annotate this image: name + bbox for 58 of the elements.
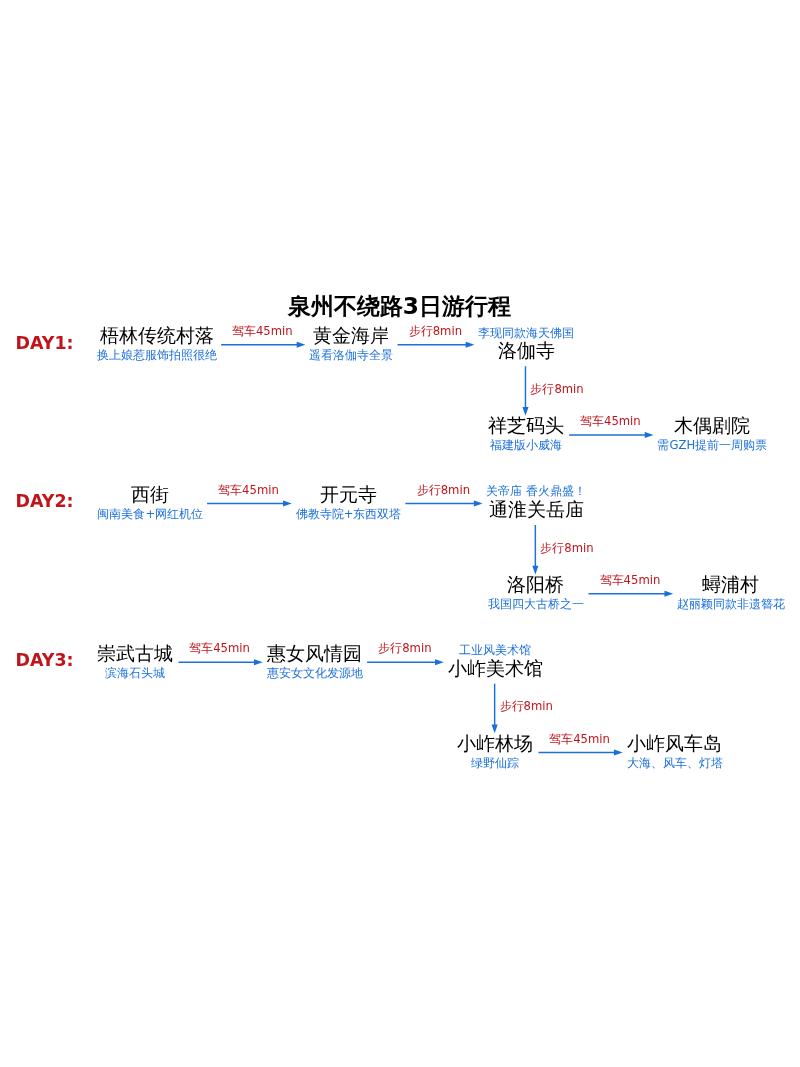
node-text: 小岞风车岛 <box>626 732 722 754</box>
node-text: 开元寺 <box>319 483 377 505</box>
node-text: 惠女风情园 <box>266 642 362 664</box>
node-text: 蟳浦村 <box>702 574 760 596</box>
arrow <box>396 341 475 348</box>
node-label: 需GZH提前一周购票 <box>657 438 768 453</box>
node-label: 滨海石头城 <box>105 665 166 680</box>
node-text: 木偶剧院 <box>674 415 751 437</box>
arrow <box>404 500 483 507</box>
node-text: 小岞林场 <box>456 732 533 754</box>
node-label: 惠安女文化发源地 <box>266 665 363 680</box>
label: DAY3: <box>15 650 74 671</box>
node-text: 梧林传统村落 <box>100 325 215 347</box>
node-label: 绿野仙踪 <box>470 755 519 770</box>
node-text: 通淮关岳庙 <box>488 499 584 521</box>
node-label: 关帝庙 香火鼎盛！ <box>486 484 587 499</box>
edge-label: 步行8min <box>416 482 471 497</box>
arrow <box>177 659 263 666</box>
edge-label: 步行8min <box>530 381 584 396</box>
node-label: 遥看洛伽寺全景 <box>309 348 394 363</box>
diagram-title: 泉州不绕路3日游行程 <box>287 291 511 319</box>
edge-label: 驾车45min <box>189 641 250 656</box>
arrow <box>522 365 529 416</box>
edge-label: 步行8min <box>540 540 594 555</box>
arrow <box>206 500 292 507</box>
label: DAY1: <box>15 332 74 353</box>
node-label: 大海、风车、灯塔 <box>626 755 723 770</box>
node-label: 佛教寺院+东西双塔 <box>295 507 402 522</box>
arrow <box>587 590 674 597</box>
edge-label: 驾车45min <box>599 572 661 587</box>
node-label: 我国四大古桥之一 <box>488 597 585 612</box>
arrow <box>366 659 444 666</box>
edge-label: 驾车45min <box>218 482 279 497</box>
node-text: 黄金海岸 <box>312 325 389 347</box>
node-text: 洛伽寺 <box>497 340 555 362</box>
node-label: 李现同款海天佛国 <box>478 325 575 340</box>
node-label: 赵丽颖同款非遗簪花 <box>677 597 786 612</box>
edge-label: 驾车45min <box>579 414 641 429</box>
node-text: 小岞美术馆 <box>447 657 543 679</box>
edge-label: 步行8min <box>378 641 432 656</box>
arrow <box>532 524 539 575</box>
node-label: 工业风美术馆 <box>459 643 532 658</box>
arrow <box>491 683 498 734</box>
arrow <box>537 749 623 756</box>
node-text: 西街 <box>130 483 169 505</box>
node-label: 福建版小威海 <box>489 438 562 453</box>
edge-label: 步行8min <box>408 323 463 338</box>
label: DAY2: <box>15 491 74 512</box>
edge-label: 步行8min <box>499 699 553 714</box>
arrow <box>220 341 306 348</box>
arrow <box>568 431 654 438</box>
node-label: 换上娘惹服饰拍照很绝 <box>97 348 218 363</box>
node-label: 闽南美食+网红机位 <box>97 507 204 522</box>
edge-label: 驾车45min <box>231 323 293 338</box>
edge-label: 驾车45min <box>549 731 610 746</box>
node-text: 洛阳桥 <box>507 574 565 596</box>
node-text: 崇武古城 <box>96 642 173 664</box>
node-text: 祥芝码头 <box>487 415 564 437</box>
